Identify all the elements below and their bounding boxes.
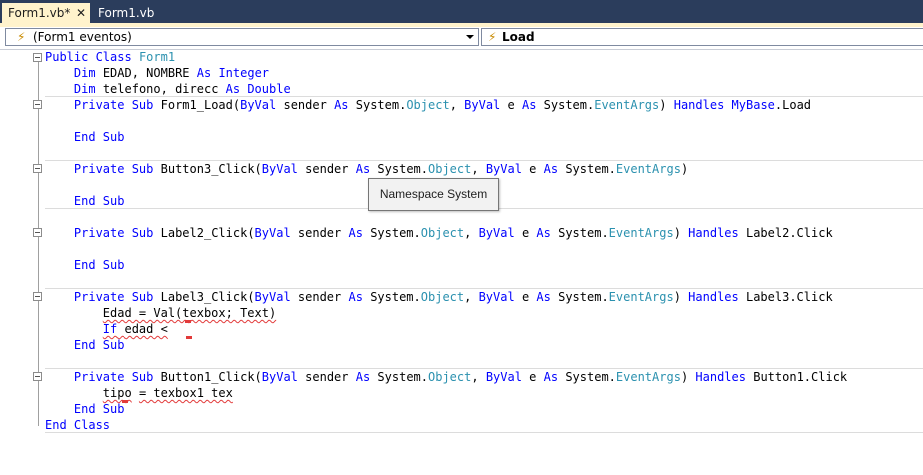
code-line-dim1: Dim EDAD, NOMBRE As Integer	[73, 66, 270, 80]
code-line-end-sub: End Sub	[73, 194, 125, 208]
code-line-sub-label2: Private Sub Label2_Click(ByVal sender As…	[73, 226, 833, 240]
lightning-icon: ⚡	[488, 30, 497, 44]
error-marker	[186, 336, 192, 339]
fold-guide	[38, 61, 39, 426]
code-line-edad: Edad = Val(texbox; Text)	[102, 306, 277, 320]
error-marker	[122, 400, 128, 403]
method-separator	[45, 288, 923, 289]
code-line-sub-button3: Private Sub Button3_Click(ByVal sender A…	[73, 162, 689, 176]
method-separator	[45, 368, 923, 369]
tab-form1-designer[interactable]: Form1.vb [Diseño]*	[92, 3, 212, 40]
collapse-icon[interactable]	[33, 164, 42, 173]
code-line-end-class: End Class	[45, 418, 111, 432]
code-line-sub-load: Private Sub Form1_Load(ByVal sender As S…	[73, 98, 812, 112]
method-dropdown[interactable]: ⚡ Load	[481, 28, 923, 46]
code-line-end-sub: End Sub	[73, 258, 125, 272]
collapse-icon[interactable]	[33, 372, 42, 381]
dropdown-value: Load	[502, 30, 535, 44]
tab-accent-strip	[0, 23, 923, 27]
lightning-icon: ⚡	[17, 30, 26, 44]
code-line-end-sub: End Sub	[73, 338, 125, 352]
code-editor[interactable]: Public Class Form1 Dim EDAD, NOMBRE As I…	[0, 50, 923, 475]
error-marker	[185, 320, 191, 323]
tab-label: Form1.vb*	[8, 6, 71, 20]
code-line-sub-label3: Private Sub Label3_Click(ByVal sender As…	[73, 290, 833, 304]
quickinfo-tooltip: Namespace System	[368, 178, 499, 211]
method-separator	[45, 96, 923, 97]
document-tab-bar: Form1.vb* ✕ Form1.vb [Diseño]*	[0, 0, 923, 40]
code-line-if: If edad <	[102, 322, 168, 336]
chevron-down-icon[interactable]	[466, 35, 474, 39]
method-separator	[45, 432, 923, 433]
close-icon[interactable]: ✕	[76, 6, 87, 20]
class-events-dropdown[interactable]: ⚡ (Form1 eventos)	[5, 28, 479, 46]
code-line-dim2: Dim telefono, direcc As Double	[73, 82, 291, 96]
tab-form1-vb[interactable]: Form1.vb* ✕	[2, 3, 90, 23]
code-line-end-sub: End Sub	[73, 402, 125, 416]
code-line-end-sub: End Sub	[73, 130, 125, 144]
dropdown-value: (Form1 eventos)	[33, 30, 132, 44]
collapse-icon[interactable]	[33, 53, 42, 62]
code-line-class: Public Class Form1	[45, 50, 176, 64]
collapse-icon[interactable]	[33, 100, 42, 109]
collapse-icon[interactable]	[33, 228, 42, 237]
collapse-icon[interactable]	[33, 292, 42, 301]
code-line-tipo: tipo = texbox1 tex	[102, 386, 233, 400]
code-line-sub-button1: Private Sub Button1_Click(ByVal sender A…	[73, 370, 848, 384]
method-separator	[45, 160, 923, 161]
navigation-bar: ⚡ (Form1 eventos) ⚡ Load	[0, 27, 923, 50]
